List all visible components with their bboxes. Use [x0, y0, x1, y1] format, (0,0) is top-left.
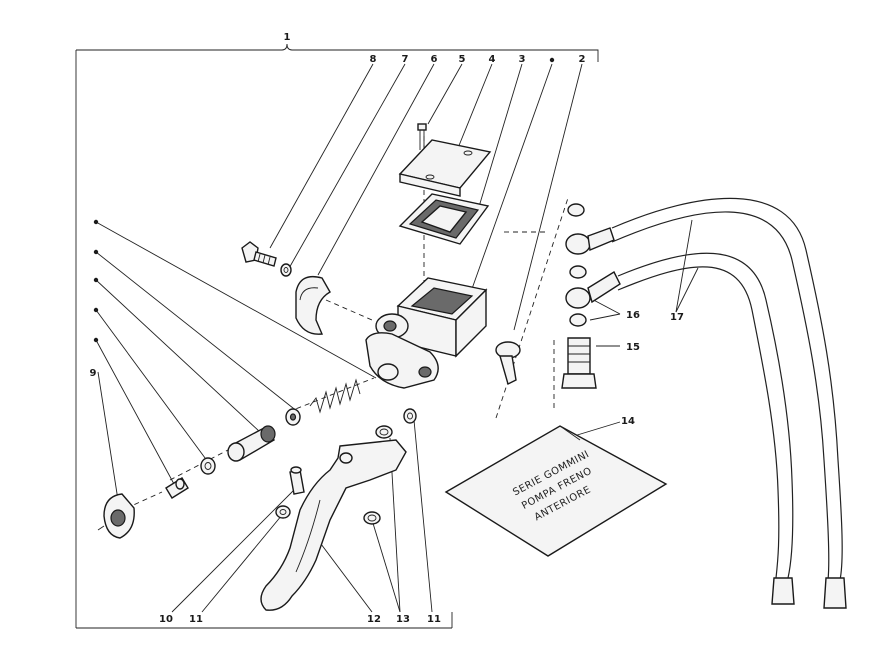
- callout-17: 17: [670, 312, 684, 323]
- callout-12: 12: [367, 614, 381, 625]
- callout-13: 13: [396, 614, 410, 625]
- callout-labels: 1 8 7 6 5 4 3 2 9 10 11 12 13 11 14 15 1…: [90, 32, 684, 625]
- callout-7: 7: [402, 54, 409, 65]
- cover-screw-part: [417, 123, 427, 150]
- callout-1: 1: [284, 32, 291, 43]
- spring-part: [309, 378, 361, 414]
- callout-6: 6: [431, 54, 438, 65]
- callout-11-right: 11: [427, 614, 441, 625]
- banjo-fitting-part: [565, 227, 621, 309]
- brake-lever-part: [260, 439, 407, 611]
- callout-14: 14: [621, 416, 635, 427]
- diaphragm-part: [398, 193, 490, 245]
- pivot-bolt-part: [289, 466, 305, 495]
- callout-11-left: 11: [189, 614, 203, 625]
- callout-16: 16: [626, 310, 640, 321]
- seal-kit-bag: SERIE GOMMINI POMPA FRENO ANTERIORE: [444, 425, 668, 557]
- copper-washer-part: [567, 203, 587, 327]
- push-rod-part: [165, 477, 189, 499]
- handlebar-clamp-part: [295, 275, 331, 335]
- spring-seat-part: [285, 408, 301, 426]
- lever-bushing-part: [363, 425, 393, 525]
- circlip-part: [200, 457, 216, 475]
- callout-5: 5: [459, 54, 466, 65]
- callout-8: 8: [370, 54, 377, 65]
- banjo-bolt-part: [561, 337, 597, 389]
- bleed-screw-part: [495, 341, 521, 386]
- dust-boot-part: [97, 493, 135, 539]
- washer-part: [280, 263, 292, 277]
- pivot-nut-part: [403, 408, 417, 424]
- callout-2: 2: [579, 54, 586, 65]
- clamp-bolt-part: [241, 241, 277, 267]
- assembly-frame: [75, 43, 599, 629]
- brake-hose-part: [611, 197, 847, 609]
- callout-3: 3: [519, 54, 526, 65]
- piston-part: [227, 425, 276, 462]
- lever-nut-part: [275, 505, 291, 519]
- callout-9: 9: [90, 368, 97, 379]
- master-cylinder-body: [365, 277, 488, 389]
- reservoir-cover-part: [398, 139, 492, 197]
- callout-15: 15: [626, 342, 640, 353]
- callout-4: 4: [489, 54, 496, 65]
- callout-10: 10: [159, 614, 173, 625]
- leader-lines: [95, 63, 699, 613]
- reference-dots: [93, 57, 555, 343]
